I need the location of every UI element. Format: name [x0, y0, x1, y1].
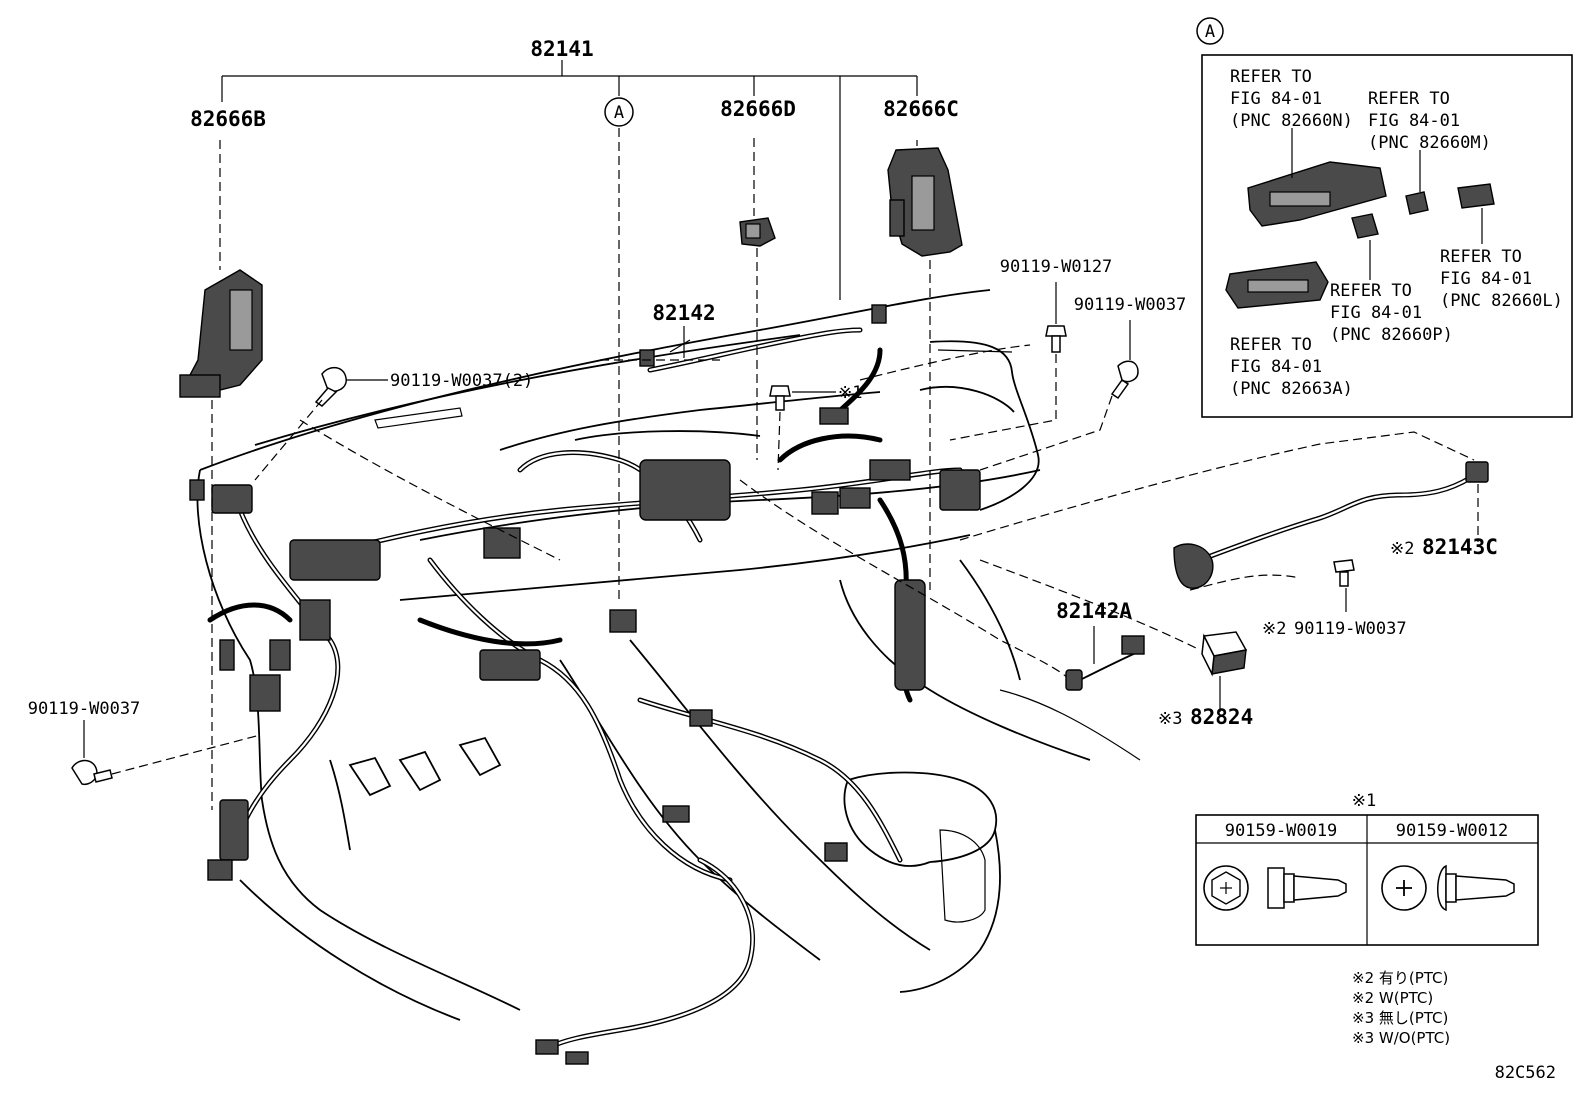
inset-ref-l-line3: (PNC 82660L) — [1440, 291, 1563, 311]
footnotes: ※2 有り(PTC) ※2 W(PTC) ※3 無し(PTC) ※3 W/O(P… — [1352, 969, 1450, 1047]
screw-90119-w0037-lower — [1333, 559, 1355, 612]
label-90119-w0127: 90119-W0127 — [1000, 257, 1113, 277]
inset-ref-a-line2: FIG 84-01 — [1230, 357, 1322, 377]
harness-connectors — [189, 304, 981, 1065]
screw-90119-w0127 — [949, 282, 1067, 441]
inset-ref-n-line1: REFER TO — [1230, 67, 1312, 87]
screw-90119-w0037-right — [979, 320, 1139, 471]
harness-82142a-part — [1065, 626, 1145, 691]
inset-ref-n-line3: (PNC 82660N) — [1230, 111, 1353, 131]
label-82824-mark: ※3 — [1158, 709, 1182, 729]
bolt-col2-header: 90159-W0012 — [1396, 821, 1509, 841]
inset-a: A REFER TO FIG 84-01 (PNC 82660N) REFER … — [1196, 17, 1573, 418]
label-lower-screw-mark: ※2 — [1262, 619, 1286, 639]
inset-ref-p-line2: FIG 84-01 — [1330, 303, 1422, 323]
harness-82142-wire — [647, 327, 863, 373]
footnote-3: ※3 無し(PTC) — [1352, 1009, 1448, 1027]
part-82824 — [1201, 631, 1248, 712]
callout-a-marker: A — [604, 97, 634, 127]
label-90119-w0037-left: 90119-W0037 — [28, 699, 141, 719]
label-82666b: 82666B — [190, 107, 266, 131]
phillips-screw-icon — [1381, 864, 1515, 912]
footnote-1: ※2 有り(PTC) — [1352, 969, 1448, 987]
bolt-col1-header: 90159-W0019 — [1225, 821, 1338, 841]
hex-bolt-icon — [1203, 865, 1347, 911]
inset-ref-a-line3: (PNC 82663A) — [1230, 379, 1353, 399]
bolt-table: ※1 90159-W0019 90159-W0012 — [1195, 791, 1539, 946]
inset-ref-m-line2: FIG 84-01 — [1368, 111, 1460, 131]
label-82143c-mark: ※2 — [1390, 539, 1414, 559]
inset-a-marker: A — [1205, 22, 1215, 42]
connector-82666c — [887, 147, 963, 257]
label-90119-w0037-lower: 90119-W0037 — [1294, 619, 1407, 639]
inset-ref-p-line3: (PNC 82660P) — [1330, 325, 1453, 345]
figure-code: 82C562 — [1495, 1063, 1556, 1083]
inset-ref-p-line1: REFER TO — [1330, 281, 1412, 301]
label-82143c: 82143C — [1422, 535, 1498, 559]
inset-ref-m-line3: (PNC 82660M) — [1368, 133, 1491, 153]
label-82141: 82141 — [530, 37, 593, 61]
screw-note1 — [769, 385, 836, 471]
connector-82666b — [179, 269, 263, 398]
bolt-table-marker: ※1 — [1352, 791, 1376, 811]
screw-90119-w0037-two — [254, 366, 388, 481]
screw-90119-w0037-left — [71, 720, 261, 786]
inset-ref-n-line2: FIG 84-01 — [1230, 89, 1322, 109]
label-82142a: 82142A — [1056, 599, 1132, 623]
label-82666d: 82666D — [720, 97, 796, 121]
footnote-2: ※2 W(PTC) — [1352, 989, 1433, 1007]
label-90119-w0037-two: 90119-W0037(2) — [390, 371, 533, 391]
main-harness-82141 — [207, 347, 963, 1053]
label-82666c: 82666C — [883, 97, 959, 121]
inset-ref-l-line1: REFER TO — [1440, 247, 1522, 267]
label-note1-marker: ※1 — [838, 383, 862, 403]
inset-ref-l-line2: FIG 84-01 — [1440, 269, 1532, 289]
label-82142: 82142 — [652, 301, 715, 325]
callout-a-letter: A — [614, 103, 624, 123]
label-90119-w0037-right: 90119-W0037 — [1074, 295, 1187, 315]
footnote-4: ※3 W/O(PTC) — [1352, 1029, 1450, 1047]
inset-ref-m-line1: REFER TO — [1368, 89, 1450, 109]
inset-ref-a-line1: REFER TO — [1230, 335, 1312, 355]
harness-82143c-part — [1173, 461, 1489, 591]
label-82824: 82824 — [1190, 705, 1253, 729]
connector-82666d — [739, 217, 776, 247]
main-harness-bracket — [221, 60, 918, 300]
